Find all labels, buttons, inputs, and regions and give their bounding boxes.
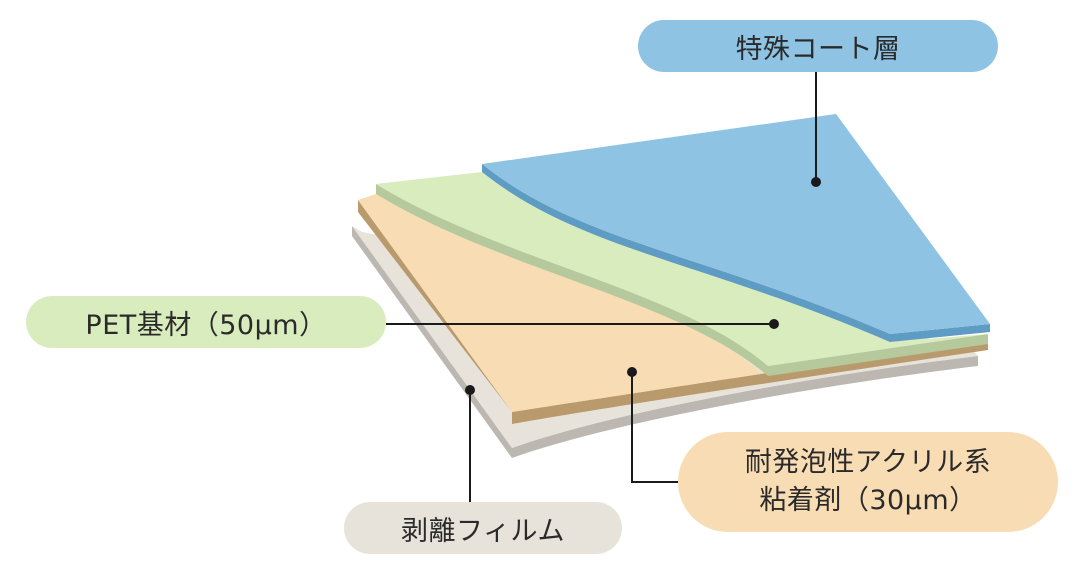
release-film-edge [352,226,978,458]
coat-marker-dot [811,177,821,187]
release-film-label-text: 剥離フィルム [401,515,565,547]
adhesive-edge [358,200,988,424]
leader-lines [386,72,817,502]
pet-base-surface [376,172,988,366]
coat-layer-label-text: 特殊コート層 [735,33,901,65]
release-film-label: 剥離フィルム [344,502,622,554]
pet-base-label-text: PET基材（50μm） [85,309,327,341]
adhesive-marker-dot [627,367,637,377]
pet-marker-dot [769,319,779,329]
adhesive-leader-line [631,372,678,483]
pet-base-label: PET基材（50μm） [26,296,386,348]
coat-layer [482,114,990,342]
leader-dots [465,177,821,395]
adhesive-layer [358,194,988,424]
adhesive-label: 耐発泡性アクリル系 粘着剤（30μm） [678,432,1058,532]
adhesive-label-line1: 耐発泡性アクリル系 [744,447,992,478]
pet-base-layer [376,172,988,376]
adhesive-label-line2: 粘着剤（30μm） [759,485,977,516]
coat-layer-label: 特殊コート層 [638,20,998,72]
coat-layer-surface [482,114,990,334]
release-marker-dot [465,385,475,395]
adhesive-surface [358,194,988,412]
